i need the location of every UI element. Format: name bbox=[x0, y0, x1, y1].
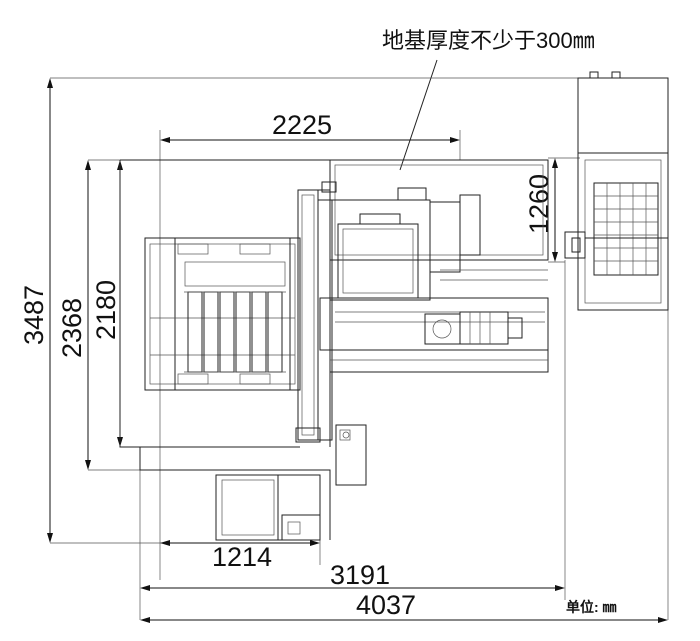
dim-label-1214: 1214 bbox=[212, 542, 272, 572]
spindle-assembly bbox=[319, 269, 549, 351]
vertical-rail bbox=[295, 181, 337, 443]
dim-4037: 4037 bbox=[140, 590, 668, 623]
loading-station bbox=[144, 237, 301, 391]
dim-label-2368: 2368 bbox=[57, 298, 87, 358]
chip-conveyor bbox=[564, 71, 669, 311]
electrical-cabinet bbox=[215, 474, 321, 541]
machine-head bbox=[329, 187, 481, 301]
note-leader-line bbox=[399, 59, 438, 171]
dim-label-1260: 1260 bbox=[524, 174, 554, 234]
dim-2368: 2368 bbox=[57, 160, 91, 470]
unit-label: 单位: ㎜ bbox=[566, 599, 617, 615]
dim-3487: 3487 bbox=[19, 78, 53, 543]
dim-label-3487: 3487 bbox=[19, 285, 49, 345]
dim-1260: 1260 bbox=[524, 158, 558, 262]
dim-label-2180: 2180 bbox=[91, 280, 121, 340]
dim-label-2225: 2225 bbox=[272, 110, 332, 140]
control-box bbox=[335, 424, 367, 486]
extension-lines bbox=[50, 77, 669, 620]
dim-2180: 2180 bbox=[91, 160, 123, 447]
lower-base bbox=[329, 350, 549, 373]
dim-2225: 2225 bbox=[160, 110, 460, 143]
dim-label-3191: 3191 bbox=[330, 560, 390, 590]
dim-label-4037: 4037 bbox=[356, 590, 416, 620]
dim-3191: 3191 bbox=[140, 560, 565, 591]
dim-1214: 1214 bbox=[160, 540, 320, 572]
foundation-note: 地基厚度不少于300㎜ bbox=[382, 28, 595, 53]
conveyor-grid bbox=[594, 183, 658, 275]
